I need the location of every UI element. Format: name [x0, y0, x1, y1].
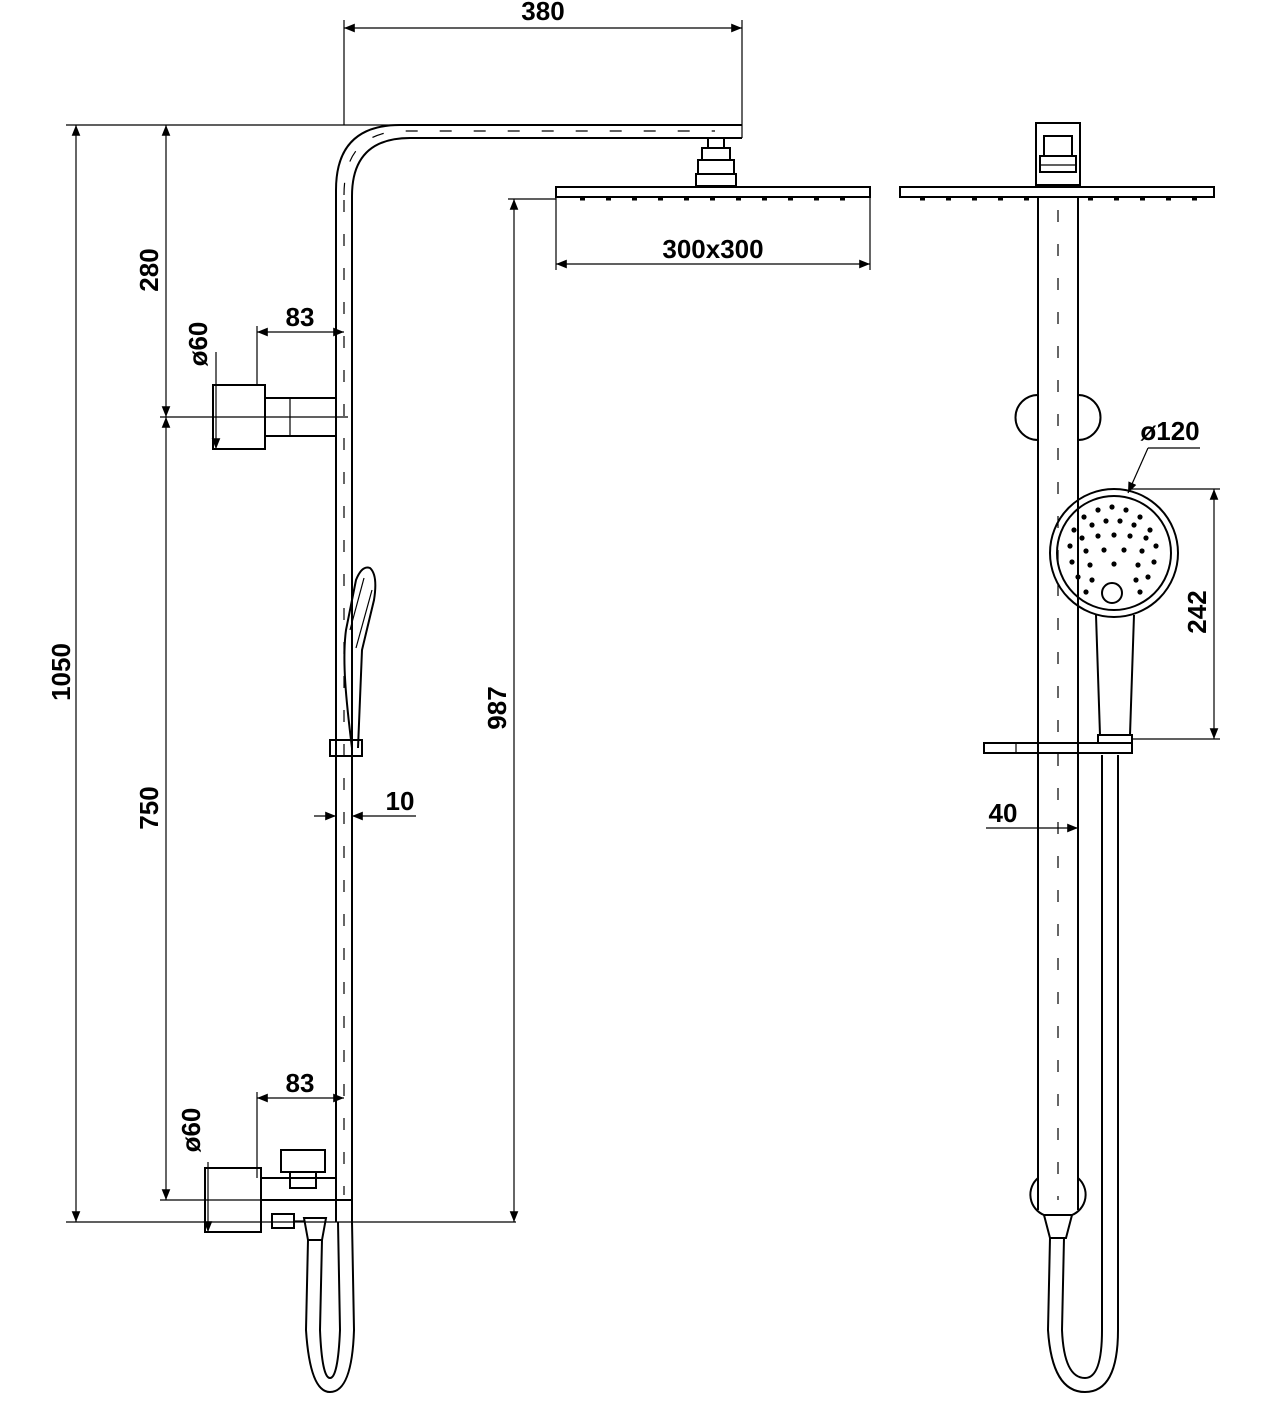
dim-lower-bracket-diameter: ø60 — [176, 1108, 213, 1232]
riser-tube — [335, 124, 743, 1222]
dim-head-to-bracket-label: 280 — [134, 248, 164, 291]
front-upper-bracket — [1014, 394, 1102, 441]
dim-handset-diameter: ø120 — [1127, 416, 1200, 494]
dim-upper-bracket-offset-label: 83 — [286, 302, 315, 332]
front-slider-holder — [983, 734, 1133, 754]
dim-lower-bracket-diameter-label: ø60 — [176, 1108, 206, 1153]
handset-front — [1049, 488, 1179, 736]
head-connector — [695, 137, 737, 187]
dim-upper-bracket-diameter: ø60 — [183, 322, 221, 449]
lower-wall-outlet — [204, 1149, 352, 1241]
dim-bracket-spacing: 750 — [134, 417, 261, 1201]
front-hose — [1101, 755, 1119, 1330]
dim-handset-diameter-label: ø120 — [1140, 416, 1199, 446]
dim-rail-diameter: 40 — [986, 798, 1078, 834]
dim-head-height-label: 987 — [482, 686, 512, 729]
dimension-annotations: 380 1050 280 750 ø60 — [46, 0, 1220, 1232]
dim-tube-offset-label: 10 — [386, 786, 415, 816]
front-lower-bracket — [1029, 1177, 1087, 1239]
dim-upper-bracket-offset: 83 — [256, 302, 344, 385]
front-rail — [1037, 198, 1079, 1210]
hose-loop — [304, 1221, 356, 1394]
dim-head-size-label: 300x300 — [662, 234, 763, 264]
front-connector — [1035, 122, 1081, 186]
front-hose-loop — [1046, 1237, 1119, 1394]
handset-side — [329, 566, 377, 757]
dim-bracket-spacing-label: 750 — [134, 786, 164, 829]
dim-rail-diameter-label: 40 — [989, 798, 1018, 828]
dim-lower-bracket-offset-label: 83 — [286, 1068, 315, 1098]
dim-total-height: 1050 — [46, 124, 516, 1223]
dim-arm-reach-label: 380 — [521, 0, 564, 26]
rain-head-side — [555, 186, 871, 201]
rain-head-front — [899, 186, 1215, 201]
dim-tube-offset: 10 — [314, 786, 416, 821]
dim-arm-reach: 380 — [343, 0, 743, 125]
dim-handset-length-label: 242 — [1182, 590, 1212, 633]
dim-upper-bracket-diameter-label: ø60 — [183, 322, 213, 367]
dim-head-to-bracket: 280 — [134, 125, 348, 418]
dim-head-size: 300x300 — [555, 197, 871, 270]
dim-lower-bracket-offset: 83 — [256, 1068, 344, 1178]
dim-total-height-label: 1050 — [46, 643, 76, 701]
dim-handset-length: 242 — [1130, 488, 1220, 740]
dim-head-height: 987 — [482, 198, 556, 1222]
front-view — [899, 122, 1215, 1394]
handset-spray-holes — [1067, 504, 1159, 595]
